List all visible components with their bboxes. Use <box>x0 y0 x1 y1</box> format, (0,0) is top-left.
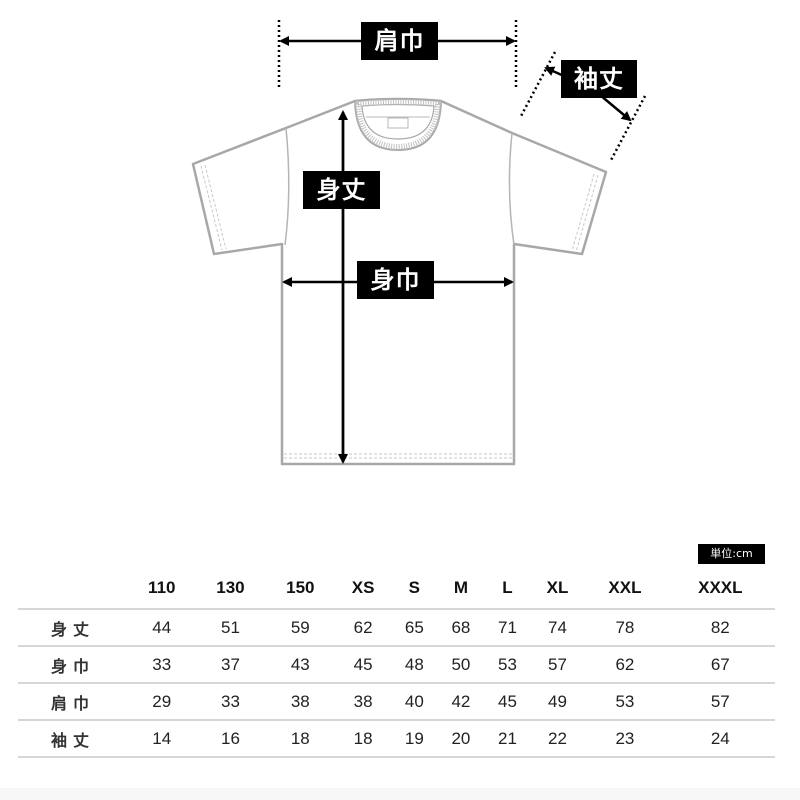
table-cell: 43 <box>265 645 336 683</box>
table-cell: 42 <box>437 682 485 720</box>
table-cell: 78 <box>584 608 666 646</box>
label-shoulder-width: 肩巾 <box>361 22 438 60</box>
table-cell: 51 <box>195 608 266 646</box>
table-cell: 16 <box>195 719 266 758</box>
table-cell: 20 <box>437 719 485 758</box>
table-cell: 14 <box>128 719 196 758</box>
table-cell: 82 <box>665 608 775 646</box>
table-cell: 22 <box>530 719 585 758</box>
table-row: 身巾 33 37 43 45 48 50 53 57 62 67 <box>18 645 775 683</box>
column-header: XXL <box>608 578 642 597</box>
header-corner <box>18 568 128 609</box>
table-cell: 65 <box>391 608 438 646</box>
table-cell: 19 <box>391 719 438 758</box>
table-cell: 33 <box>128 645 196 683</box>
table-cell: 24 <box>665 719 775 758</box>
table-cell: 29 <box>128 682 196 720</box>
table-cell: 45 <box>335 645 392 683</box>
table-cell: 33 <box>195 682 266 720</box>
table-cell: 48 <box>391 645 438 683</box>
table-cell: 49 <box>530 682 585 720</box>
table-cell: 37 <box>195 645 266 683</box>
table-cell: 59 <box>265 608 336 646</box>
column-header: S <box>408 578 421 597</box>
table-cell: 71 <box>484 608 531 646</box>
table-cell: 38 <box>265 682 336 720</box>
table-cell: 44 <box>128 608 196 646</box>
unit-badge: 単位:cm <box>698 544 765 564</box>
table-cell: 38 <box>335 682 392 720</box>
table-cell: 18 <box>335 719 392 758</box>
table-cell: 68 <box>437 608 485 646</box>
table-cell: 50 <box>437 645 485 683</box>
column-header: M <box>453 578 468 597</box>
table-row: 身丈 44 51 59 62 65 68 71 74 78 82 <box>18 608 775 646</box>
table-cell: 45 <box>484 682 531 720</box>
table-cell: 57 <box>530 645 585 683</box>
footer-band <box>0 788 800 800</box>
row-label: 袖丈 <box>18 719 128 758</box>
table-cell: 23 <box>584 719 666 758</box>
column-header: XS <box>351 578 375 597</box>
table-row: 肩巾 29 33 38 38 40 42 45 49 53 57 <box>18 682 775 720</box>
table-cell: 53 <box>484 645 531 683</box>
label-body-width: 身巾 <box>357 261 434 299</box>
collar <box>353 98 443 152</box>
table-cell: 57 <box>665 682 775 720</box>
column-header: XL <box>546 578 569 597</box>
column-header: L <box>502 578 513 597</box>
table-header-row: 110 130 150 XS S M L XL XXL XXXL <box>18 568 775 609</box>
table-row: 袖丈 14 16 18 18 19 20 21 22 23 24 <box>18 719 775 758</box>
table-cell: 40 <box>391 682 438 720</box>
table-cell: 62 <box>584 645 666 683</box>
tshirt-measurement-diagram: 肩巾 袖丈 身丈 身巾 <box>191 20 647 466</box>
label-body-length: 身丈 <box>303 171 380 209</box>
column-header: 110 <box>148 578 176 597</box>
row-label: 身丈 <box>18 608 128 646</box>
row-label: 身巾 <box>18 645 128 683</box>
table-cell: 74 <box>530 608 585 646</box>
table-cell: 53 <box>584 682 666 720</box>
table-cell: 21 <box>484 719 531 758</box>
table-cell: 18 <box>265 719 336 758</box>
column-header: XXXL <box>698 578 743 597</box>
column-header: 130 <box>216 578 245 597</box>
tshirt-illustration <box>191 20 647 466</box>
size-chart-table: 110 130 150 XS S M L XL XXL XXXL 身丈 44 5… <box>18 568 775 758</box>
label-sleeve-length: 袖丈 <box>561 60 637 98</box>
table-cell: 62 <box>335 608 392 646</box>
column-header: 150 <box>286 578 315 597</box>
row-label: 肩巾 <box>18 682 128 720</box>
table-cell: 67 <box>665 645 775 683</box>
